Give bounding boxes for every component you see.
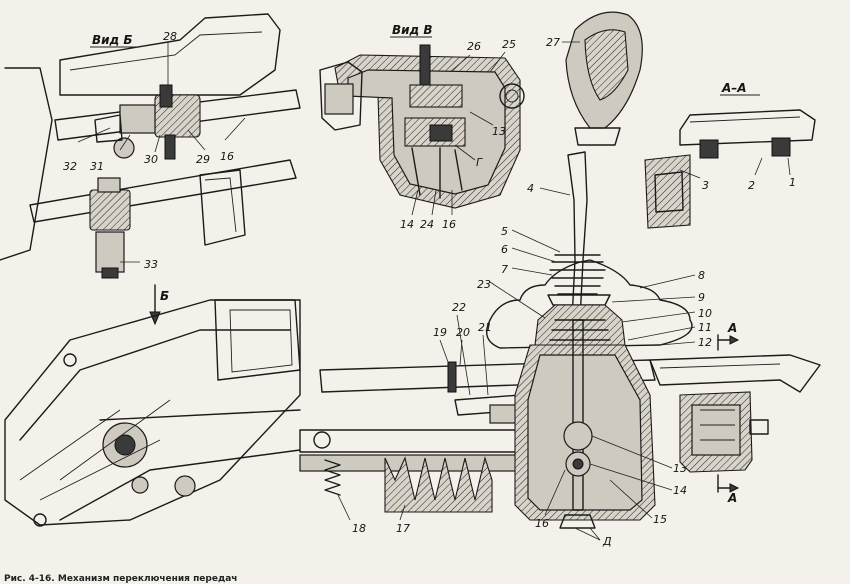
- label-29: 29: [196, 153, 210, 166]
- label-4: 4: [527, 182, 534, 195]
- label-22: 22: [452, 301, 466, 314]
- view-v-detail: Вид В 26 25 13 Г 14 24 16: [319, 23, 525, 231]
- label-g: Г: [476, 156, 483, 169]
- label-17: 17: [396, 522, 410, 535]
- gearbox-bracket-right: А А: [649, 321, 821, 505]
- label-9: 9: [698, 291, 705, 304]
- label-31: 31: [90, 160, 104, 173]
- label-27: 27: [546, 36, 560, 49]
- figure-caption: Рис. 4-16. Механизм переключения передач: [4, 574, 238, 584]
- body-frame-left: [4, 299, 301, 527]
- lever-housing: 5 6 7 23 8 9 10 11 12 13 14 15 16 Д: [477, 225, 712, 548]
- label-13-view-v: 13: [492, 125, 506, 138]
- arrow-a-top-label: А: [727, 321, 737, 335]
- gear-knob-and-lever: 27 4: [527, 11, 643, 321]
- label-23: 23: [477, 278, 491, 291]
- label-7: 7: [501, 263, 508, 276]
- shift-rod-assembly: 18 17 19 20 21 22 В: [299, 301, 656, 535]
- label-6: 6: [501, 243, 508, 256]
- label-d: Д: [602, 535, 612, 548]
- label-16-view-v: 16: [442, 218, 456, 231]
- label-20: 20: [456, 326, 470, 339]
- view-b-detail: Вид Б Б 28 32: [0, 13, 301, 326]
- label-30: 30: [144, 153, 158, 166]
- label-12: 12: [698, 336, 712, 349]
- view-v-title: Вид В: [392, 23, 433, 37]
- label-1: 1: [789, 176, 796, 189]
- label-21: 21: [478, 321, 492, 334]
- label-19: 19: [433, 326, 447, 339]
- arrow-a-bottom-label: А: [727, 491, 737, 505]
- label-32: 32: [63, 160, 77, 173]
- label-16-view-b: 16: [220, 150, 234, 163]
- label-18: 18: [352, 522, 366, 535]
- label-11: 11: [698, 321, 712, 334]
- label-3: 3: [702, 179, 709, 192]
- section-a-a: А–А 3 2 1: [644, 81, 816, 229]
- label-10: 10: [698, 307, 712, 320]
- label-25: 25: [502, 38, 516, 51]
- label-33: 33: [144, 258, 158, 271]
- view-b-title: Вид Б: [92, 33, 133, 47]
- label-28: 28: [163, 30, 177, 43]
- label-2: 2: [748, 179, 755, 192]
- label-24: 24: [420, 218, 434, 231]
- label-16-main: 16: [535, 517, 549, 530]
- label-8: 8: [698, 269, 705, 282]
- section-a-a-title: А–А: [721, 81, 747, 95]
- label-14-view-v: 14: [400, 218, 414, 231]
- label-15: 15: [653, 513, 667, 526]
- label-26: 26: [467, 40, 481, 53]
- label-5: 5: [501, 225, 508, 238]
- arrow-b-label: Б: [160, 289, 169, 303]
- label-14-main: 14: [673, 484, 687, 497]
